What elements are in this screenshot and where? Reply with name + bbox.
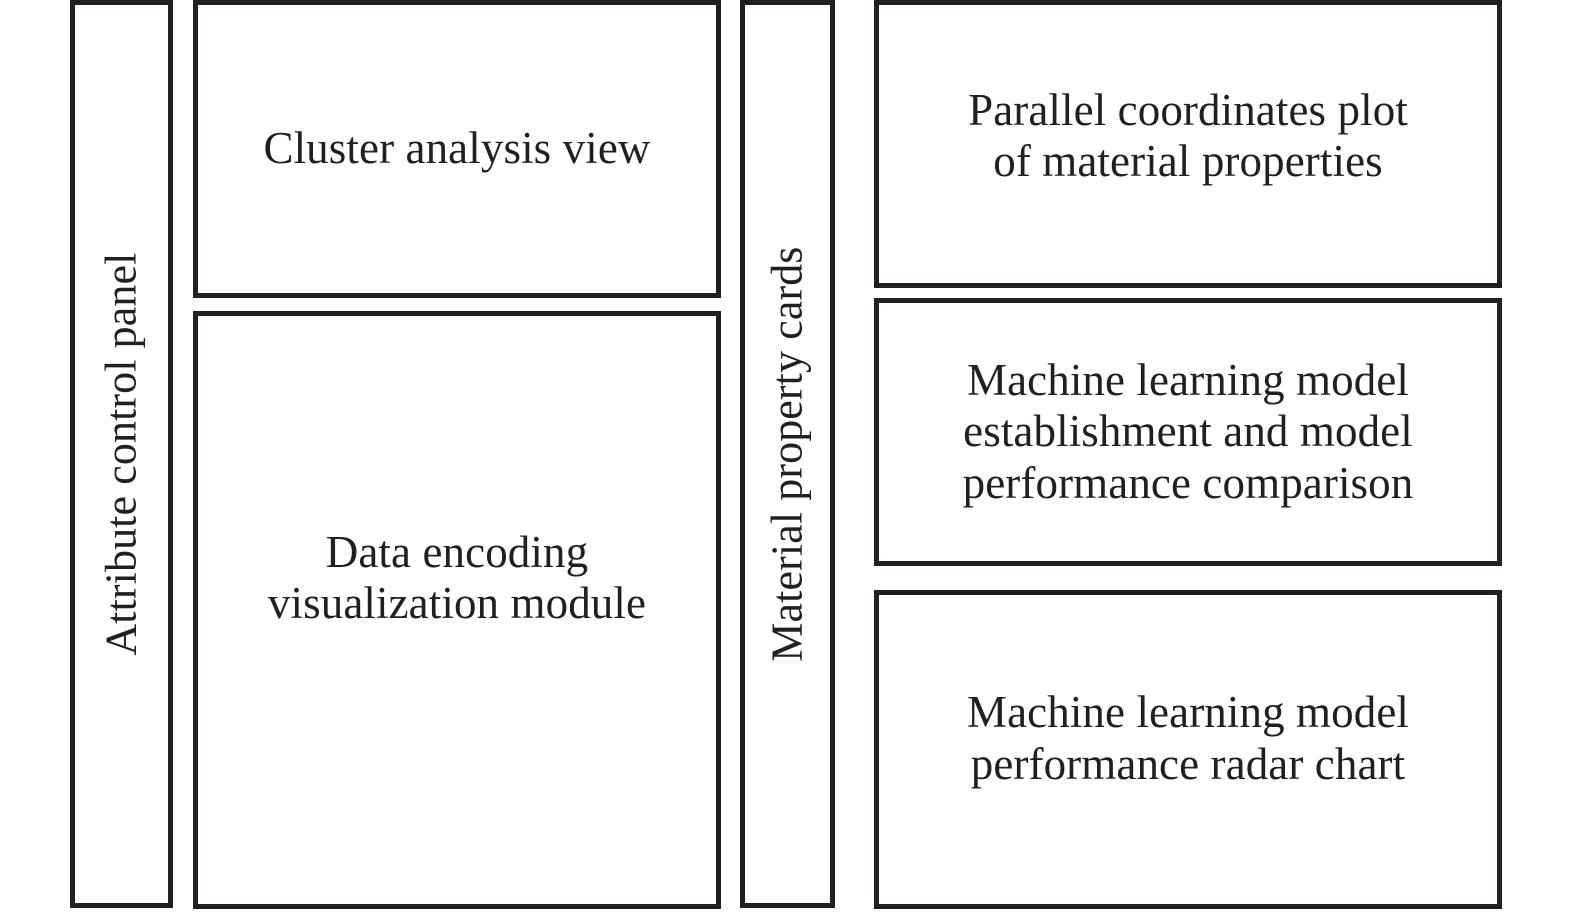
panel-attribute-control-panel-label: Attribute control panel (96, 252, 146, 656)
panel-material-property-cards[interactable]: Material property cards (740, 0, 835, 908)
panel-attribute-control-panel[interactable]: Attribute control panel (70, 0, 173, 908)
panel-parallel-coordinates-plot-label: Parallel coordinates plot of material pr… (968, 84, 1408, 186)
panel-ml-model-radar-chart[interactable]: Machine learning model performance radar… (874, 590, 1502, 909)
panel-material-property-cards-label: Material property cards (762, 246, 812, 662)
panel-data-encoding-visualization-module-label: Data encoding visualization module (267, 526, 647, 628)
panel-parallel-coordinates-plot[interactable]: Parallel coordinates plot of material pr… (874, 0, 1502, 288)
panel-cluster-analysis-view[interactable]: Cluster analysis view (193, 0, 721, 298)
panel-cluster-analysis-view-label: Cluster analysis view (263, 123, 651, 174)
panel-data-encoding-visualization-module[interactable]: Data encoding visualization module (193, 311, 721, 909)
panel-ml-model-establishment[interactable]: Machine learning model establishment and… (874, 298, 1502, 566)
panel-ml-model-establishment-label: Machine learning model establishment and… (962, 355, 1414, 508)
panel-ml-model-radar-chart-label: Machine learning model performance radar… (966, 687, 1410, 789)
